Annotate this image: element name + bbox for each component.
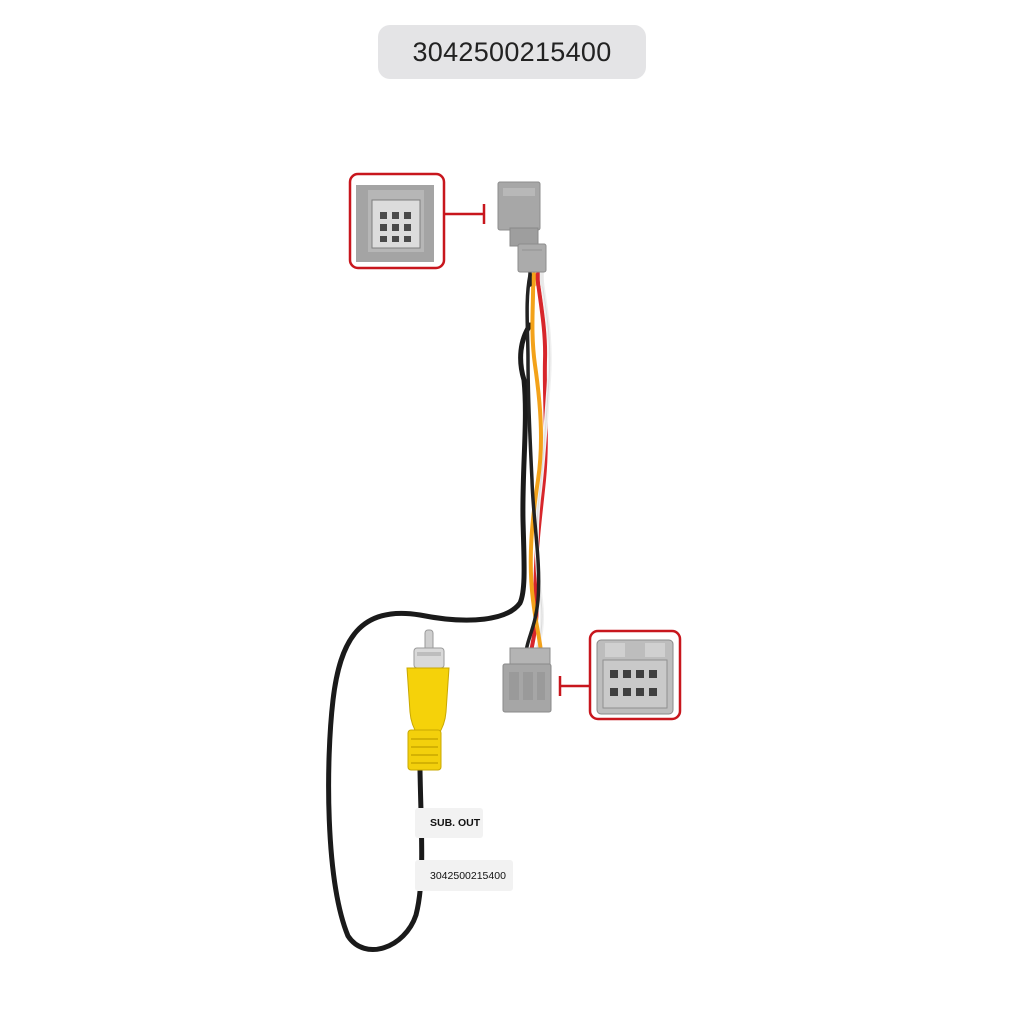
part-number-badge: 3042500215400 — [378, 25, 646, 79]
part-number-text: 3042500215400 — [412, 36, 612, 67]
sub-out-label: SUB. OUT — [415, 808, 483, 838]
orange-wire — [528, 273, 544, 654]
rca-plug — [406, 629, 450, 771]
top-connector — [497, 181, 547, 273]
black-wire — [326, 322, 533, 952]
white-wire-outline — [535, 274, 551, 653]
bottom-connector — [502, 647, 552, 713]
cable-part-number-text: 3042500215400 — [430, 869, 506, 882]
bottom-connector-detail-callout — [558, 629, 682, 721]
sub-out-label-text: SUB. OUT — [430, 817, 481, 829]
black-inner-wire — [524, 273, 541, 654]
wire-bundle — [326, 266, 552, 952]
cable-part-number-label: 3042500215400 — [415, 860, 513, 891]
top-connector-detail-callout — [348, 172, 486, 270]
